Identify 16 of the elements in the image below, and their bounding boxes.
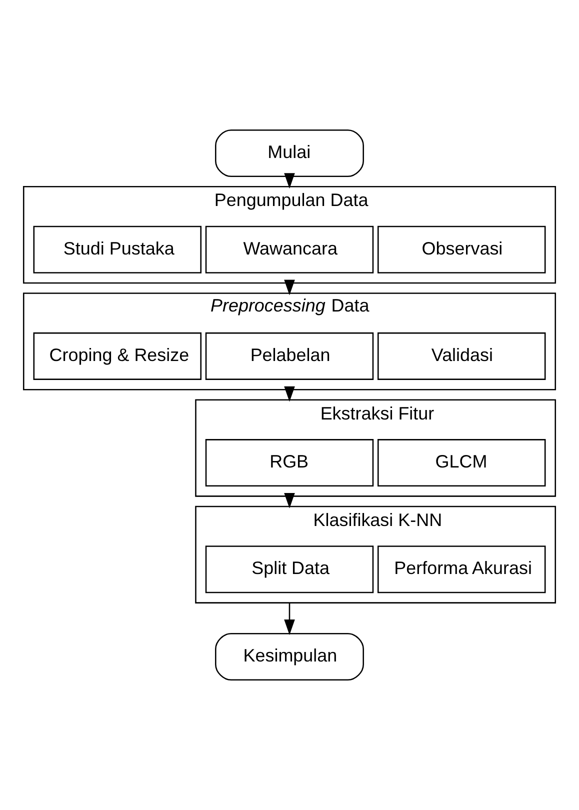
node-box: Observasi — [377, 226, 546, 274]
node-box: Wawancara — [205, 226, 374, 274]
node-box: Studi Pustaka — [33, 226, 202, 274]
arrow — [284, 492, 295, 508]
arrow — [284, 173, 295, 189]
arrow — [284, 602, 295, 635]
node-box: GLCM — [377, 439, 546, 487]
node-box: Pelabelan — [205, 332, 374, 380]
arrow — [284, 386, 295, 402]
arrow — [284, 280, 295, 296]
node-box: Kesimpulan — [215, 632, 364, 680]
node-box: RGB — [205, 439, 374, 487]
node-box: Croping & Resize — [33, 332, 202, 380]
node-box: Performa Akurasi — [377, 546, 546, 594]
node-box: Validasi — [377, 332, 546, 380]
node-box: Split Data — [205, 546, 374, 594]
